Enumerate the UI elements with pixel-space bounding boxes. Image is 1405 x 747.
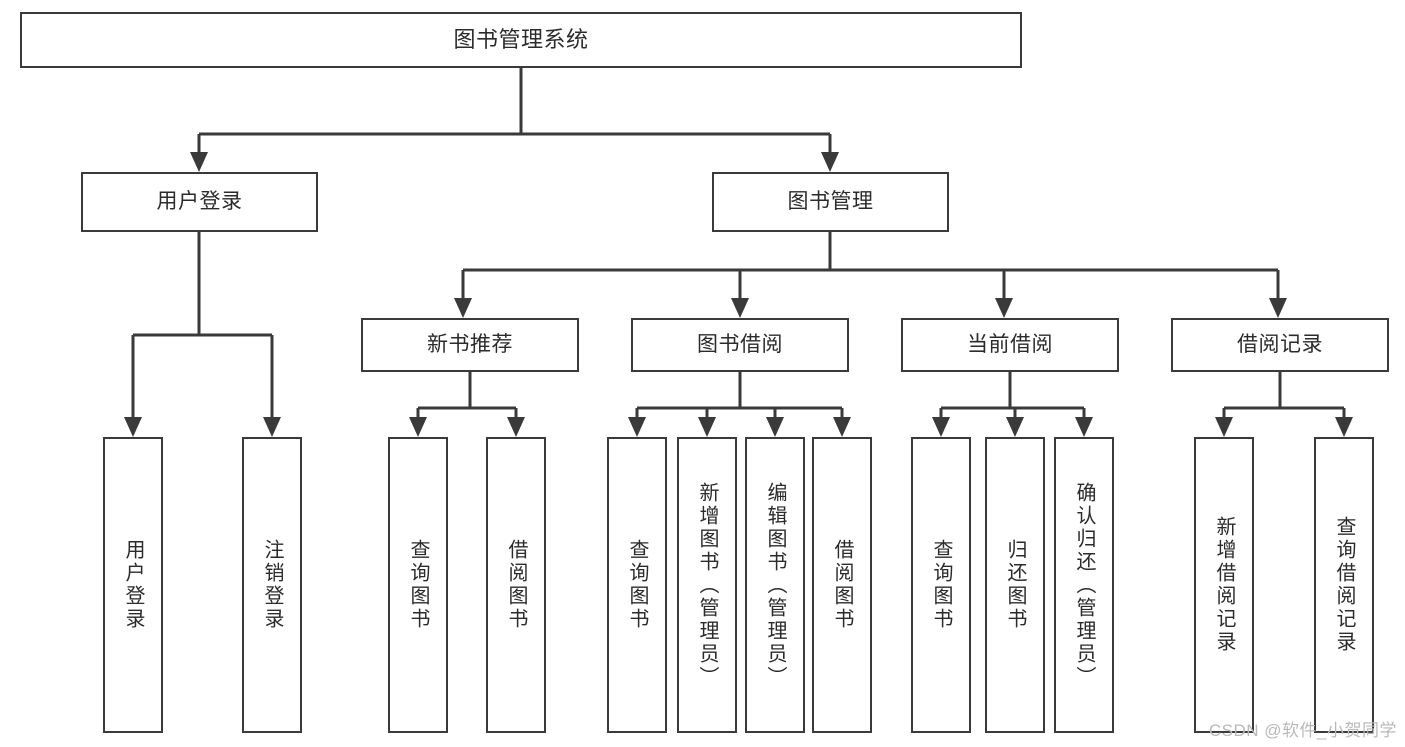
- node-leaf-add-book[interactable]: 新增图书（管理员）: [677, 437, 737, 733]
- node-leaf-borrow-book-2[interactable]: 借阅图书: [812, 437, 872, 733]
- root-split-arrow-0-head: [190, 152, 208, 172]
- borrow-split-arrow-2-head: [766, 417, 784, 437]
- manage-split-arrow-0-head: [454, 298, 472, 318]
- login-split-arrow-0-head: [124, 417, 142, 437]
- node-label-leaf-add-book: 新增图书（管理员）: [696, 481, 718, 689]
- node-root[interactable]: 图书管理系统: [20, 12, 1022, 68]
- rec-split-arrow-0-head: [409, 417, 427, 437]
- node-label-leaf-logout: 注销登录: [261, 539, 283, 631]
- node-leaf-query-book-3[interactable]: 查询图书: [911, 437, 971, 733]
- node-label-leaf-borrow-book-1: 借阅图书: [505, 539, 527, 631]
- node-label-new-book-rec: 新书推荐: [427, 332, 513, 356]
- borrow-split-arrow-1-head: [698, 417, 716, 437]
- node-label-leaf-borrow-book-2: 借阅图书: [831, 539, 853, 631]
- node-label-leaf-query-record: 查询借阅记录: [1333, 516, 1355, 654]
- node-new-book-rec[interactable]: 新书推荐: [361, 318, 579, 372]
- connector-lines: [124, 68, 1353, 437]
- node-label-borrow-record: 借阅记录: [1237, 332, 1323, 356]
- login-split-arrow-1-head: [263, 417, 281, 437]
- node-leaf-logout[interactable]: 注销登录: [242, 437, 302, 733]
- root-split-arrow-1-head: [821, 152, 839, 172]
- node-label-leaf-return-book: 归还图书: [1004, 539, 1026, 631]
- current-split-arrow-0-head: [932, 417, 950, 437]
- current-split-arrow-1-head: [1006, 417, 1024, 437]
- current-split-arrow-2-head: [1075, 417, 1093, 437]
- node-current-borrow[interactable]: 当前借阅: [901, 318, 1119, 372]
- node-user-login[interactable]: 用户登录: [81, 172, 318, 232]
- node-leaf-borrow-book-1[interactable]: 借阅图书: [486, 437, 546, 733]
- node-label-leaf-add-record: 新增借阅记录: [1213, 516, 1235, 654]
- borrow-split-arrow-3-head: [833, 417, 851, 437]
- rec-split-arrow-1-head: [507, 417, 525, 437]
- node-leaf-query-record[interactable]: 查询借阅记录: [1314, 437, 1374, 733]
- node-book-manage[interactable]: 图书管理: [712, 172, 949, 232]
- node-leaf-edit-book[interactable]: 编辑图书（管理员）: [745, 437, 805, 733]
- node-label-leaf-edit-book: 编辑图书（管理员）: [764, 481, 786, 689]
- node-leaf-user-login[interactable]: 用户登录: [103, 437, 163, 733]
- node-label-root: 图书管理系统: [453, 27, 589, 53]
- node-leaf-query-book-1[interactable]: 查询图书: [388, 437, 448, 733]
- node-leaf-query-book-2[interactable]: 查询图书: [607, 437, 667, 733]
- node-label-leaf-confirm-return: 确认归还（管理员）: [1073, 481, 1095, 689]
- borrow-split-arrow-0-head: [628, 417, 646, 437]
- node-label-leaf-query-book-3: 查询图书: [930, 539, 952, 631]
- manage-split-arrow-1-head: [731, 298, 749, 318]
- node-leaf-confirm-return[interactable]: 确认归还（管理员）: [1054, 437, 1114, 733]
- node-borrow-record[interactable]: 借阅记录: [1171, 318, 1389, 372]
- node-leaf-return-book[interactable]: 归还图书: [985, 437, 1045, 733]
- node-leaf-add-record[interactable]: 新增借阅记录: [1194, 437, 1254, 733]
- node-label-current-borrow: 当前借阅: [967, 332, 1053, 356]
- record-split-arrow-1-head: [1335, 417, 1353, 437]
- node-label-leaf-user-login: 用户登录: [122, 539, 144, 631]
- node-label-book-borrow: 图书借阅: [697, 332, 783, 356]
- node-book-borrow[interactable]: 图书借阅: [631, 318, 849, 372]
- node-label-leaf-query-book-2: 查询图书: [626, 539, 648, 631]
- manage-split-arrow-2-head: [995, 298, 1013, 318]
- node-label-book-manage: 图书管理: [787, 189, 874, 213]
- manage-split-arrow-3-head: [1269, 298, 1287, 318]
- record-split-arrow-0-head: [1215, 417, 1233, 437]
- node-label-leaf-query-book-1: 查询图书: [407, 539, 429, 631]
- node-label-user-login: 用户登录: [156, 189, 243, 213]
